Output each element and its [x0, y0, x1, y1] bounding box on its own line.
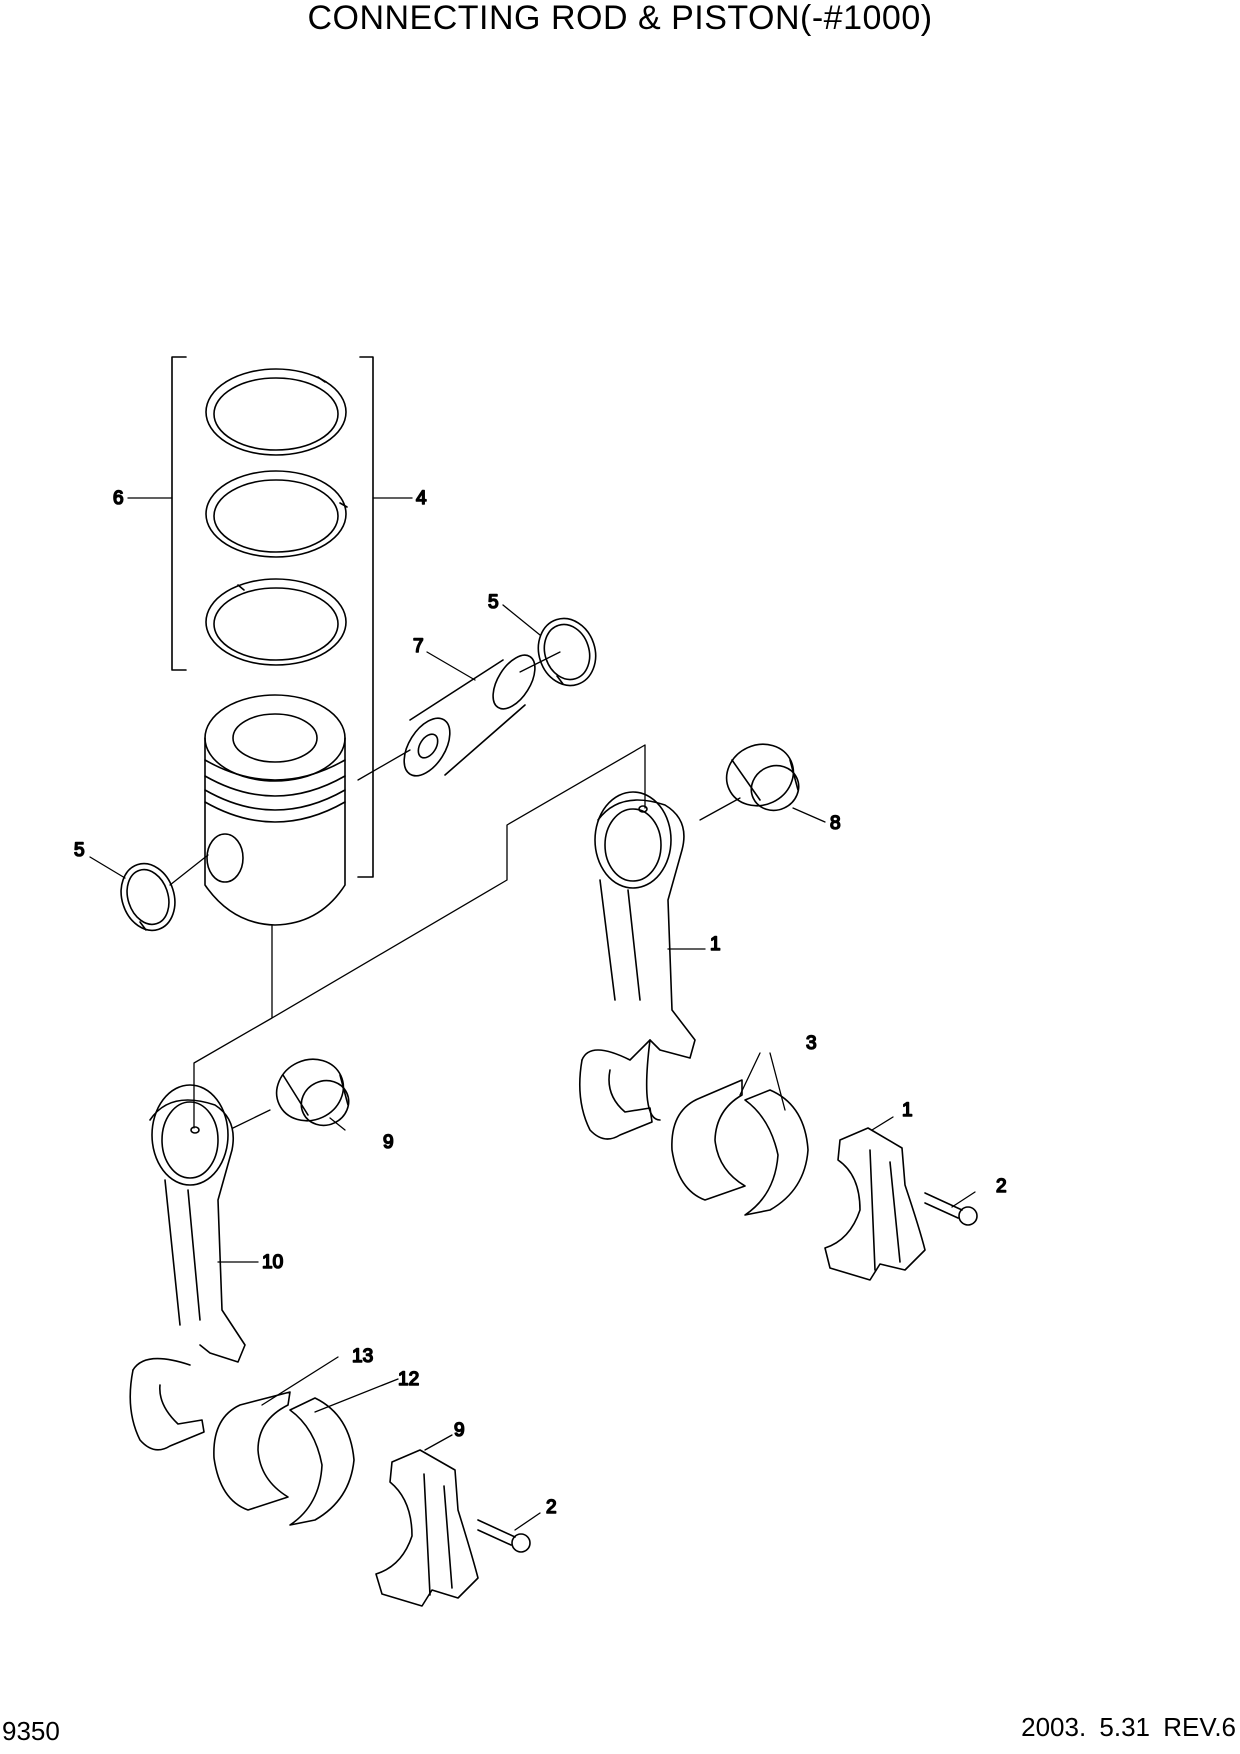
callout-1-rod: 1 [710, 934, 721, 955]
callout-8: 8 [830, 813, 841, 834]
callout-12: 12 [398, 1369, 419, 1390]
callout-1-cap: 1 [902, 1100, 913, 1121]
bearing-shells-3 [671, 1079, 809, 1216]
callout-5-right: 5 [488, 592, 499, 613]
page-number: 9350 [2, 1716, 60, 1746]
callout-2-upper: 2 [996, 1176, 1007, 1197]
rod-bolt-2a [924, 1192, 978, 1226]
callout-10: 10 [262, 1252, 283, 1273]
callout-4: 4 [416, 488, 427, 509]
snap-ring-left [120, 862, 176, 932]
revision-date: 2003. 5.31 REV.6 [1021, 1712, 1236, 1742]
rod-cap-1 [824, 1127, 926, 1281]
callout-6: 6 [113, 488, 124, 509]
bushing-8 [725, 743, 800, 812]
callout-9-cap: 9 [454, 1420, 465, 1441]
connecting-rod-10 [129, 1084, 246, 1451]
piston-ring-middle [205, 470, 348, 558]
callout-3: 3 [806, 1033, 817, 1054]
callout-9-bushing: 9 [383, 1132, 394, 1153]
callout-13: 13 [352, 1346, 373, 1367]
callout-5-left: 5 [74, 840, 85, 861]
bearing-shells-13-12 [213, 1391, 355, 1526]
connecting-rod-1 [578, 791, 696, 1140]
piston-pin [403, 654, 536, 777]
piston-assembly-bracket [357, 356, 374, 878]
rod-cap-9 [375, 1449, 479, 1607]
callout-2-lower: 2 [546, 1497, 557, 1518]
ring-set-bracket [171, 356, 187, 671]
assembly-guide-line [193, 744, 646, 1129]
piston [204, 694, 346, 926]
snap-ring-right [537, 617, 597, 687]
callout-7: 7 [413, 636, 424, 657]
piston-ring-top [205, 368, 347, 456]
leader-lines [89, 497, 976, 1531]
page-title: CONNECTING ROD & PISTON(-#1000) [307, 0, 933, 37]
rod-bolt-2b [477, 1519, 531, 1553]
bushing-9 [275, 1058, 350, 1127]
piston-ring-oil [205, 578, 347, 666]
